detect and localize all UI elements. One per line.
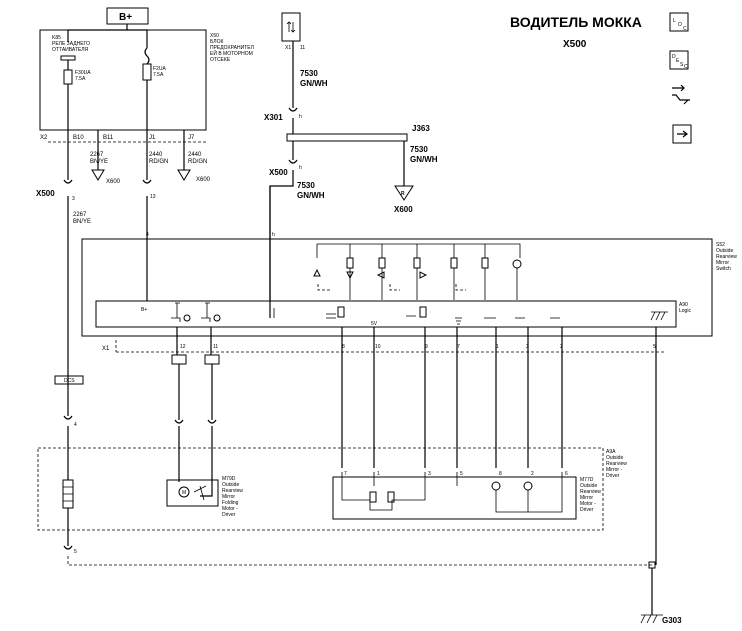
svg-text:9: 9 — [425, 344, 428, 350]
svg-text:2: 2 — [531, 471, 534, 477]
mirror-switch-array — [313, 243, 522, 300]
location-icon[interactable]: LOC — [669, 12, 689, 32]
power-label: B+ — [119, 12, 132, 23]
pin-j1: J1 — [149, 135, 156, 141]
flow-icon[interactable] — [672, 84, 690, 105]
svg-text:E: E — [676, 58, 680, 64]
mirror-a9a — [37, 447, 604, 531]
x1-pin-labels: 12 11 8 10 9 7 1 3 2 5 — [180, 344, 656, 350]
svg-text:X600: X600 — [106, 179, 121, 185]
svg-text:L: L — [673, 18, 676, 24]
pin-j7: J7 — [188, 135, 195, 141]
pin-5b: 5 — [74, 549, 77, 555]
svg-text:5: 5 — [653, 344, 656, 350]
ground-x600-b: X600 — [177, 169, 211, 183]
svg-text:12: 12 — [180, 344, 186, 350]
switch-s52 — [81, 238, 713, 337]
x500-mid-label: X500 — [269, 168, 288, 177]
pin-h-c: h — [272, 232, 275, 238]
pin-h-b: h — [299, 165, 302, 171]
svg-text:5: 5 — [460, 471, 463, 477]
a9a-pin-labels: 7 1 3 5 8 2 6 — [344, 471, 568, 477]
x301-label: X301 — [264, 113, 283, 122]
svg-text:X600: X600 — [196, 177, 211, 183]
svg-text:DCS: DCS — [64, 378, 75, 384]
diagram-subtitle: X500 — [563, 39, 587, 50]
svg-text:6: 6 — [565, 471, 568, 477]
pin-b11: B11 — [103, 135, 114, 141]
ground-g303: G303 — [640, 614, 682, 625]
svg-text:C: C — [683, 26, 687, 32]
clip-dxs-a — [171, 354, 187, 365]
connector-x2: X2 — [40, 135, 48, 141]
svg-text:11: 11 — [300, 45, 305, 51]
connector-x1-top: X1 11 — [281, 12, 305, 51]
logic-internals — [171, 302, 668, 325]
bplus-small: B+ — [141, 307, 147, 313]
svg-text:J363: J363 — [412, 124, 430, 133]
svg-text:7: 7 — [344, 471, 347, 477]
svg-text:1: 1 — [377, 471, 380, 477]
svg-text:C: C — [684, 64, 688, 70]
power-supply: B+ — [106, 7, 149, 25]
ground-x600-c: R X600 — [394, 185, 414, 214]
pin-13: 13 — [150, 194, 156, 200]
svg-text:3: 3 — [428, 471, 431, 477]
x1-mid-label: X1 — [102, 346, 110, 352]
svg-text:1: 1 — [496, 344, 499, 350]
ground-x600-a: X600 — [91, 169, 121, 185]
pin-3: 3 — [72, 196, 75, 202]
logic-a90 — [95, 300, 677, 328]
svg-text:R: R — [401, 191, 405, 197]
svg-text:D: D — [672, 54, 676, 60]
svg-text:S: S — [680, 62, 684, 68]
x500-left-label: X500 — [36, 189, 55, 198]
svg-text:G303: G303 — [662, 616, 682, 625]
diagram-title: ВОДИТЕЛЬ МОККА — [510, 14, 642, 30]
svg-text:11: 11 — [213, 344, 218, 350]
svg-text:X1: X1 — [285, 45, 291, 51]
svg-text:8: 8 — [499, 471, 502, 477]
pin-b10: B10 — [73, 135, 84, 141]
svg-text:X600: X600 — [394, 205, 413, 214]
arrow-icon[interactable] — [672, 124, 692, 144]
pin-h-a: h — [299, 114, 302, 120]
splice-j363: J363 — [286, 124, 430, 142]
svg-text:O: O — [678, 22, 682, 28]
5v-label: 5V — [371, 321, 378, 327]
svg-text:7: 7 — [457, 344, 460, 350]
svg-text:10: 10 — [375, 344, 381, 350]
dcs-tag: DCS — [54, 375, 84, 385]
svg-text:8: 8 — [342, 344, 345, 350]
svg-text:M: M — [182, 490, 186, 496]
clip-dxs-b — [204, 354, 220, 365]
pin-4b: 4 — [74, 422, 77, 428]
